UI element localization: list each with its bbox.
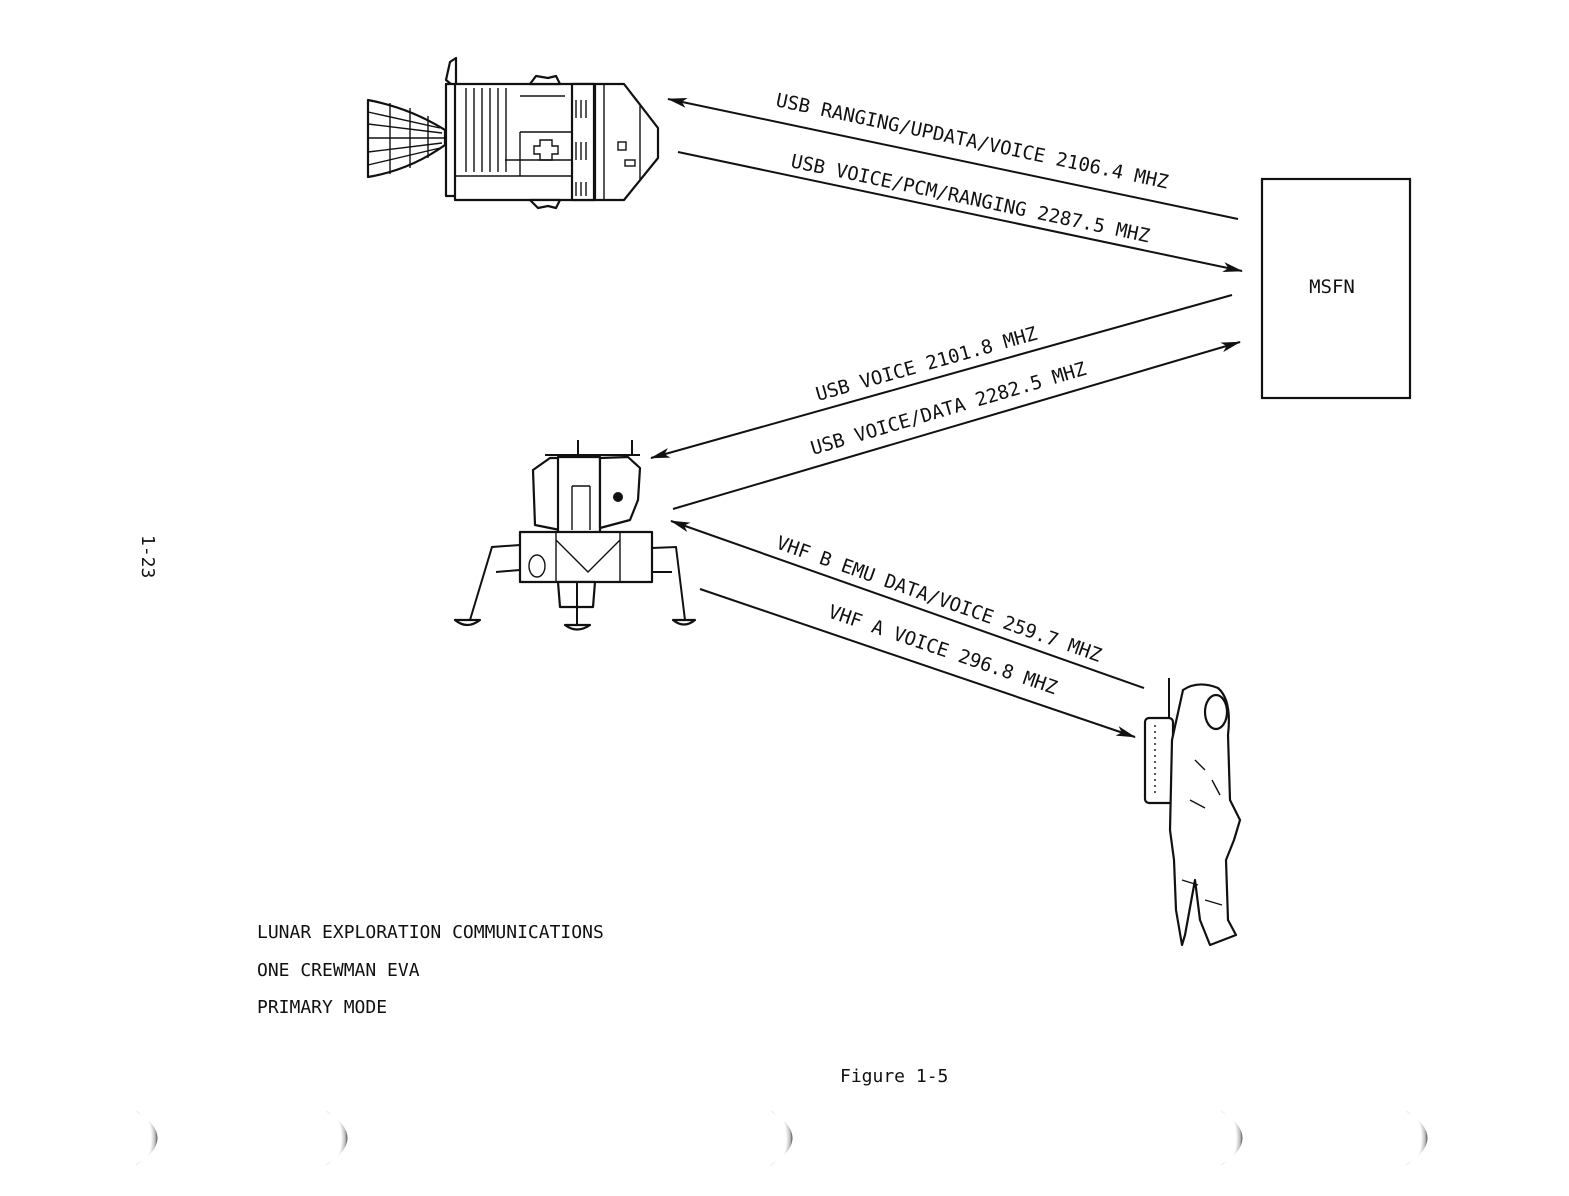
link-label-lm-to-msfn: USB VOICE/DATA 2282.5 MHZ [808,358,1089,460]
msfn-box: MSFN [1260,177,1412,400]
page-number: 1-23 [137,535,158,578]
caption-line-3: PRIMARY MODE [257,997,387,1018]
link-arrow-msfn-to-lm [650,294,1233,459]
caption-line-2: ONE CREWMAN EVA [257,960,420,981]
punch-hole [325,1110,348,1166]
punch-hole [770,1110,793,1166]
punch-hole [135,1110,158,1166]
link-arrow-msfn-to-csm [667,98,1239,220]
astronaut-icon [1143,678,1242,947]
binder-holes [135,1110,1428,1166]
link-arrow-eva-to-lm [670,520,1145,689]
figure-number: Figure 1-5 [840,1066,948,1087]
link-label-lm-to-eva: VHF A VOICE 296.8 MHZ [825,601,1059,699]
link-arrow-csm-to-msfn [677,151,1243,272]
punch-hole [1405,1110,1428,1166]
lunar-module-icon [453,440,697,631]
csm-spacecraft-icon [366,56,660,210]
link-arrow-lm-to-eva [699,588,1136,738]
link-arrow-lm-to-msfn [672,341,1241,510]
caption-line-1: LUNAR EXPLORATION COMMUNICATIONS [257,922,604,943]
msfn-label: MSFN [1309,276,1355,298]
punch-hole [1220,1110,1243,1166]
